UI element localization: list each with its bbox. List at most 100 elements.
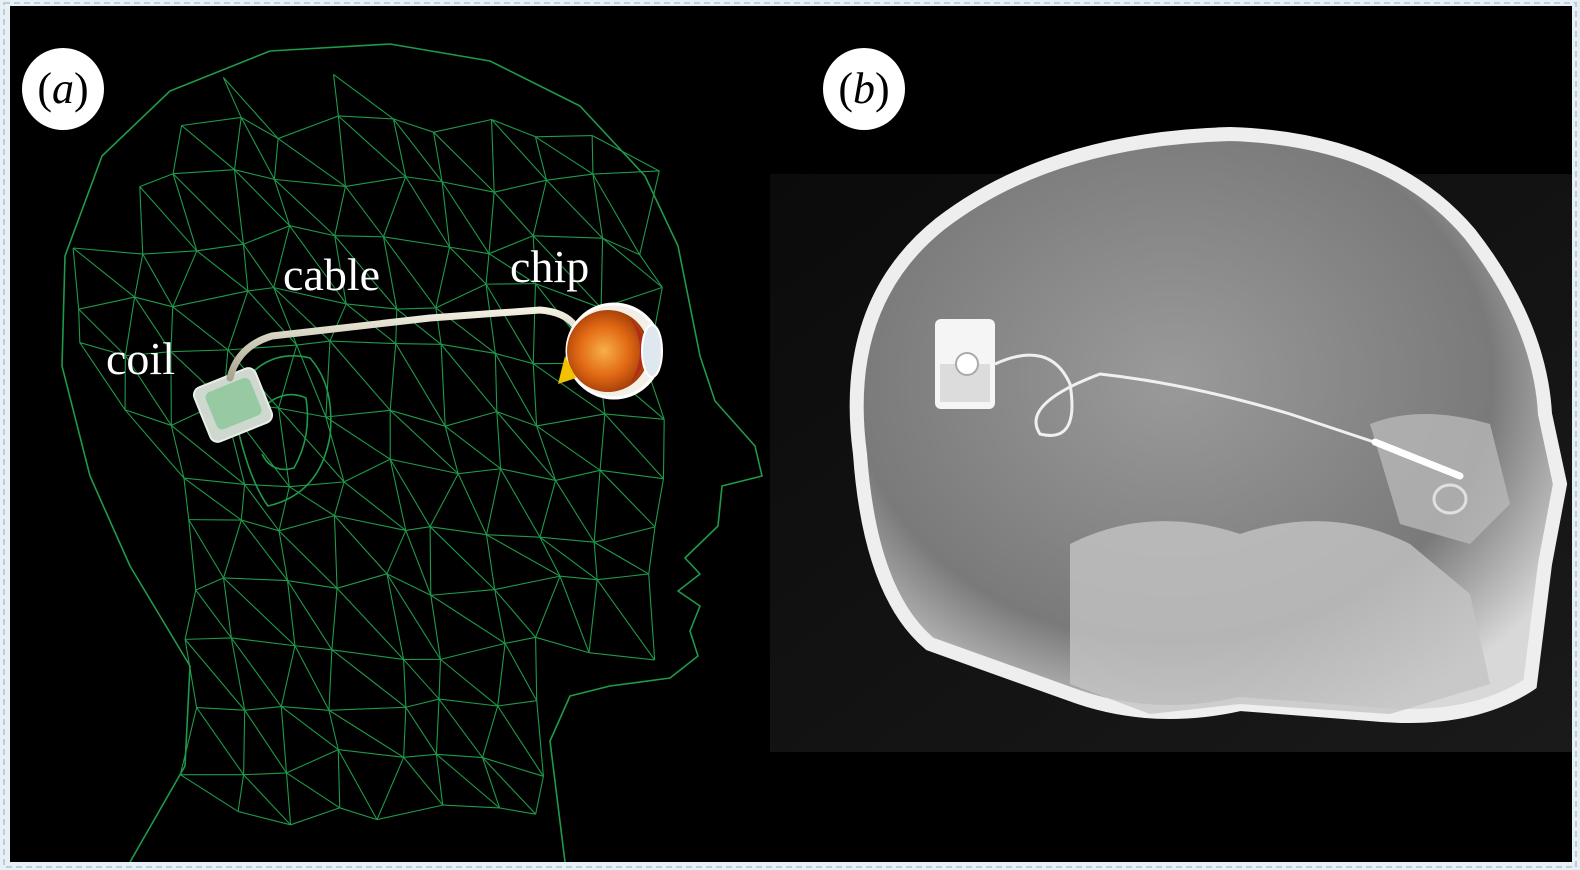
wireframe-edge [494,192,533,236]
wireframe-edge [224,578,295,646]
wireframe-edge [241,484,244,520]
wireframe-edge [492,120,536,137]
wireframe-edge [494,180,546,192]
wireframe-edge [404,754,437,757]
wireframe-edge [436,754,482,757]
wireframe-edge [605,414,664,479]
wireframe-edge [297,345,326,417]
wireframe-edge [79,309,80,342]
wireframe-edge [592,136,593,175]
wireframe-edge [589,653,655,660]
wireframe-edge [501,469,540,537]
wireframe-edge [594,542,649,574]
wireframe-edge [430,527,486,535]
wireframe-edge [135,254,143,297]
wireframe-edge [297,341,330,345]
wireframe-edge [377,805,443,820]
wireframe-edge [560,576,597,580]
wireframe-edge [184,478,241,520]
eyeball-icon [558,304,662,398]
wireframe-edge [397,308,436,309]
wireframe-edge [441,344,445,426]
wireframe-edge [535,136,592,137]
wireframe-edge [436,754,442,805]
wireframe-edge [436,699,439,754]
wireframe-edge [243,244,247,291]
wireframe-edge [286,750,338,773]
wireframe-edge [497,412,501,469]
wireframe-edge [173,126,181,174]
wireframe-edge [533,180,546,236]
wireframe-edge [556,470,601,480]
wireframe-edge [483,706,498,758]
wireframe-edge [495,590,536,638]
wireframe-edge [404,757,443,805]
wireframe-edge [594,470,600,542]
wireframe-edge [244,773,287,775]
wireframe-edge [241,520,279,531]
wireframe-edge [330,341,390,410]
wireframe-edge [291,808,340,825]
wireframe-edge [537,701,544,777]
figure: (a) (b) coil cable chip [10,6,1572,862]
wireframe-edge [533,364,536,426]
wireframe-edge [338,750,340,808]
wireframe-edge [390,459,430,526]
wireframe-edge [173,251,197,307]
wireframe-edge [173,291,248,307]
wireframe-edge [489,192,494,254]
wireframe-edge [540,537,597,579]
wireframe-edge [281,646,295,707]
wireframe-edge [377,757,404,819]
panel-b-skull-xray [770,124,1572,752]
wireframe-edge [431,590,495,596]
wireframe-edge [601,238,602,308]
wireframe-edge [235,117,242,169]
wireframe-edge [440,659,497,706]
annotation-chip: chip [510,244,589,290]
wireframe-edge [289,482,344,487]
wireframe-edge [344,459,390,482]
wireframe-edge [338,116,345,186]
wireframe-edge [533,236,602,238]
wireframe-edge [547,180,603,238]
wireframe-edge [445,412,497,427]
wireframe-edge [594,542,597,579]
wireframe-edge [235,170,275,180]
wireframe-edge [274,179,345,186]
wireframe-edge [224,520,242,578]
wireframe-edge [334,74,339,116]
wireframe-edge [197,244,244,251]
wireframe-edge [487,535,495,590]
wireframe-edge [404,707,406,757]
wireframe-edge [640,171,660,255]
wireframe-edge [498,643,505,706]
wireframe-edge [248,288,274,291]
wireframe-edge [537,426,556,481]
wireframe-edge [79,297,135,309]
wireframe-edge [390,459,458,473]
wireframe-edge [334,74,394,118]
wireframe-edge [197,708,245,711]
wireframe-edge [655,479,663,527]
wireframe-head-icon [62,44,762,862]
wireframe-edge [430,527,495,590]
wireframe-edge [185,638,231,639]
wireframe-edge [73,248,143,254]
wireframe-edge [73,248,79,309]
wireframe-edge [536,637,589,652]
wireframe-edge [224,578,288,581]
wireframe-edge [600,470,655,527]
wireframe-edge [245,484,290,486]
wireframe-edge [486,254,489,284]
wireframe-edge [649,527,655,574]
wireframe-edge [173,170,234,174]
wireframe-edge [536,776,544,814]
wireframe-edge [334,482,344,516]
wireframe-edge [439,699,498,706]
wireframe-edge [547,174,593,180]
wireframe-edge [173,307,228,350]
wireframe-edge [140,187,143,254]
wireframe-edge [143,254,173,307]
wireframe-edge [337,588,404,659]
